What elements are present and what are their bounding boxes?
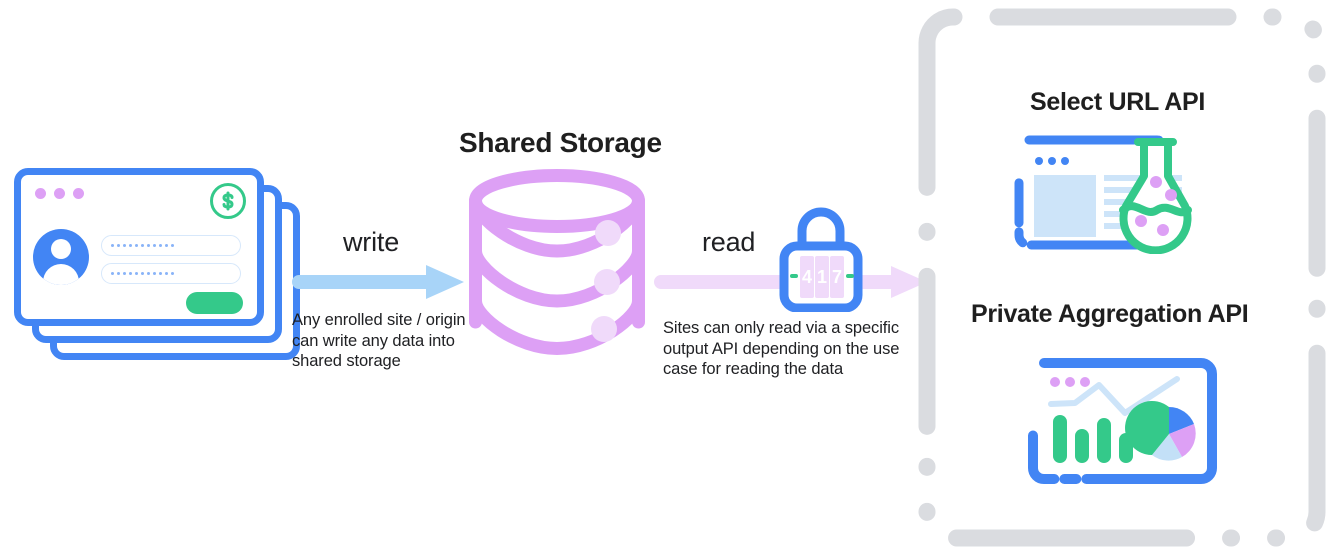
write-label: write xyxy=(343,227,400,257)
write-description: Any enrolled site / origin can write any… xyxy=(292,311,466,370)
database-cylinder-icon xyxy=(468,168,646,356)
password-field-2[interactable] xyxy=(101,263,241,284)
password-field-1[interactable] xyxy=(101,235,241,256)
submit-button[interactable] xyxy=(186,292,243,314)
browser-window-with-charts-icon xyxy=(1027,357,1218,485)
select-url-api-title: Select URL API xyxy=(1030,88,1206,116)
svg-text:1: 1 xyxy=(817,267,827,287)
svg-text:7: 7 xyxy=(832,267,842,287)
avatar xyxy=(33,229,89,285)
svg-text:4: 4 xyxy=(802,267,812,287)
browser-window-with-flask-icon xyxy=(1013,134,1228,255)
write-arrow-icon xyxy=(290,264,465,300)
card-front xyxy=(14,168,264,326)
window-dots-icon xyxy=(35,188,84,199)
private-aggregation-api-title: Private Aggregation API xyxy=(971,300,1249,328)
shared-storage-title: Shared Storage xyxy=(459,127,662,158)
read-description: Sites can only read via a specific outpu… xyxy=(663,319,900,378)
output-apis-panel xyxy=(918,8,1326,547)
enrolled-sites-card-stack xyxy=(14,168,300,360)
read-label: read xyxy=(702,227,756,257)
dollar-coin-icon xyxy=(210,183,246,219)
combination-lock-icon: 4 1 7 xyxy=(778,204,864,313)
